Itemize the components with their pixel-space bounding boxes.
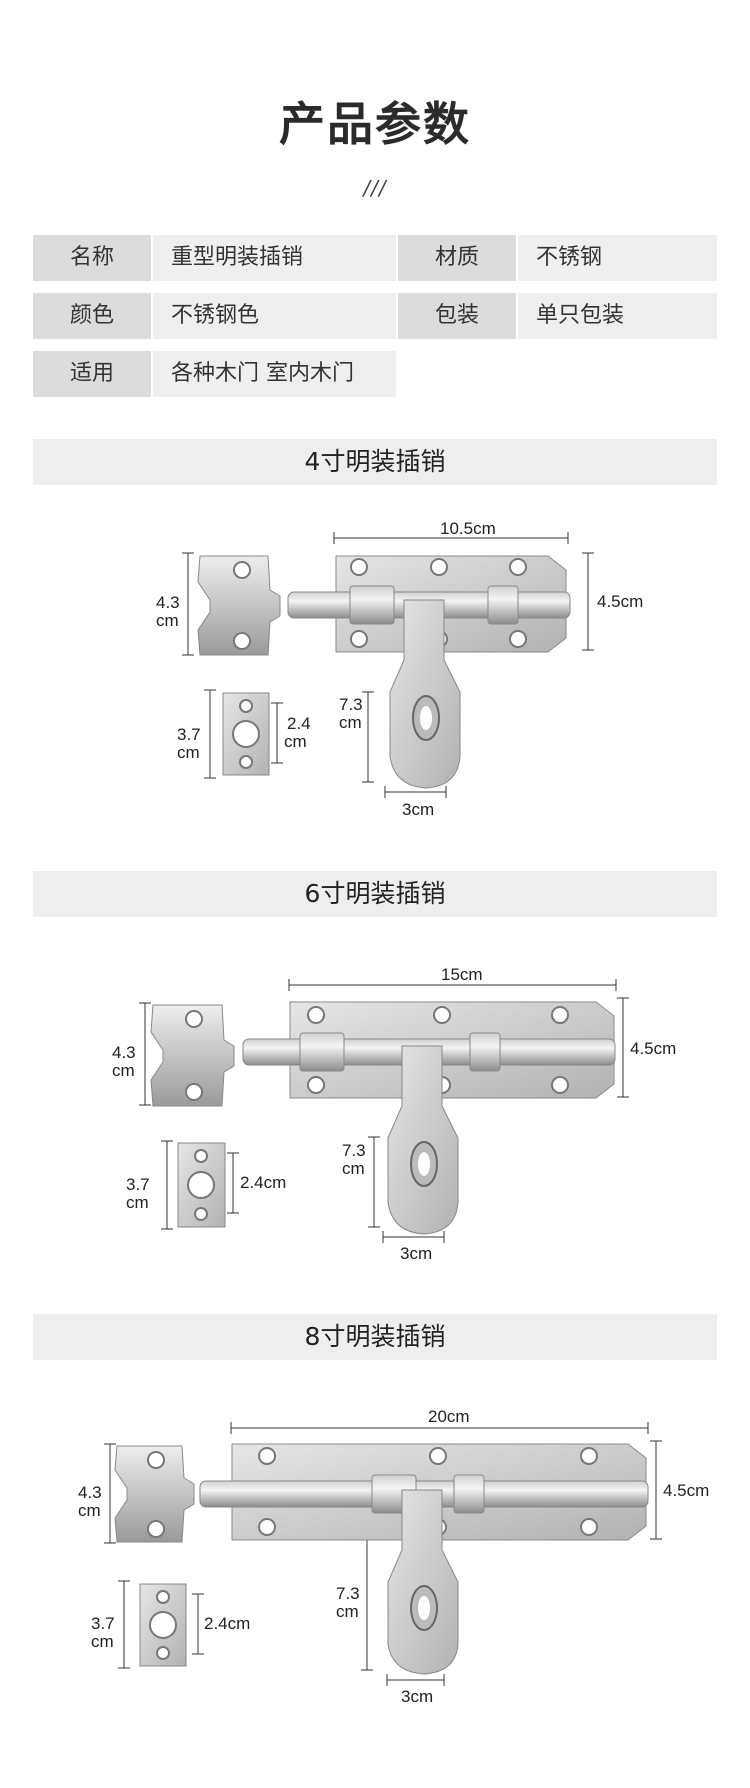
dim-length-4inch: 10.5cm — [440, 519, 496, 538]
dim-hole-h1-4inch: 2.4 — [287, 714, 311, 733]
dim-hasp-h1-4inch: 7.3 — [339, 695, 363, 714]
dim-hasp-w-8inch: 3cm — [401, 1687, 434, 1706]
dim-keeper-h2-8inch: cm — [78, 1501, 101, 1520]
dim-keeper-h1-6inch: 4.3 — [112, 1043, 136, 1062]
page-title: 产品参数 — [279, 97, 471, 151]
keeper-bracket-8inch — [114, 1445, 195, 1543]
keeper-bracket-4inch — [197, 555, 281, 656]
section-title-6inch: 6寸明装插销 — [33, 871, 717, 917]
dim-hasp-w-6inch: 3cm — [400, 1244, 433, 1263]
dim-height-4inch: 4.5cm — [597, 592, 644, 611]
param-label-name: 名称 — [33, 235, 151, 281]
param-label-material: 材质 — [398, 235, 516, 281]
param-value-name: 重型明装插销 — [153, 235, 396, 281]
dim-plate-h1-4inch: 3.7 — [177, 725, 201, 744]
dim-hasp-h1-8inch: 7.3 — [336, 1584, 360, 1603]
dim-length-6inch: 15cm — [441, 965, 483, 984]
title-divider: /// — [363, 176, 387, 200]
param-value-color: 不锈钢色 — [153, 293, 396, 339]
dim-hasp-h1-6inch: 7.3 — [342, 1141, 366, 1160]
dim-keeper-h2-6inch: cm — [112, 1061, 135, 1080]
dim-hole-h2-4inch: cm — [284, 732, 307, 751]
section-title-8inch: 8寸明装插销 — [33, 1314, 717, 1360]
dim-hasp-w-4inch: 3cm — [402, 800, 435, 819]
strike-plate-8inch — [139, 1583, 187, 1667]
param-value-usage: 各种木门 室内木门 — [153, 351, 396, 397]
hasp-8inch — [387, 1489, 459, 1675]
keeper-bracket-6inch — [150, 1004, 235, 1107]
dim-plate-h2-8inch: cm — [91, 1632, 114, 1651]
dim-plate-h2-6inch: cm — [126, 1193, 149, 1212]
param-label-color: 颜色 — [33, 293, 151, 339]
dim-keeper-h2-4inch: cm — [156, 611, 179, 630]
dim-plate-h1-6inch: 3.7 — [126, 1175, 150, 1194]
hasp-4inch — [389, 599, 461, 789]
dim-height-6inch: 4.5cm — [630, 1039, 677, 1058]
dim-keeper-h1-4inch: 4.3 — [156, 593, 180, 612]
dim-hasp-h2-8inch: cm — [336, 1602, 359, 1621]
param-label-usage: 适用 — [33, 351, 151, 397]
dim-plate-h1-8inch: 3.7 — [91, 1614, 115, 1633]
param-value-package: 单只包装 — [518, 293, 717, 339]
strike-plate-4inch — [222, 692, 270, 776]
param-value-material: 不锈钢 — [518, 235, 717, 281]
dim-hasp-h2-4inch: cm — [339, 713, 362, 732]
strike-plate-6inch — [177, 1142, 226, 1228]
dim-height-8inch: 4.5cm — [663, 1481, 710, 1500]
dim-plate-h2-4inch: cm — [177, 743, 200, 762]
dim-length-8inch: 20cm — [428, 1407, 470, 1426]
dim-hole-6inch: 2.4cm — [240, 1173, 287, 1192]
dim-hasp-h2-6inch: cm — [342, 1159, 365, 1178]
section-title-4inch: 4寸明装插销 — [33, 439, 717, 485]
param-label-package: 包装 — [398, 293, 516, 339]
dim-hole-8inch: 2.4cm — [204, 1614, 251, 1633]
dim-keeper-h1-8inch: 4.3 — [78, 1483, 102, 1502]
hasp-6inch — [387, 1045, 459, 1235]
